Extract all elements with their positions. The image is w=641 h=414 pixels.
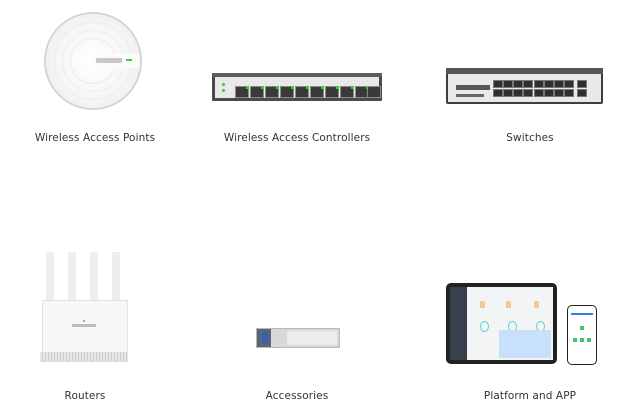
controller-switch-image [212,73,382,101]
category-wireless-access-controllers[interactable]: Wireless Access Controllers [192,0,402,150]
category-label: Platform and APP [483,390,577,402]
category-platform-and-app[interactable]: Platform and APP [430,240,630,410]
phone-app-image [567,305,597,365]
category-label: Wireless Access Controllers [223,132,371,144]
router-image [40,252,128,364]
category-routers[interactable]: Routers [0,240,170,410]
switch-image [446,68,603,104]
tablet-dashboard-image [446,283,557,364]
sfp-module-image [256,328,340,348]
category-wireless-access-points[interactable]: Wireless Access Points [0,0,190,150]
category-label: Wireless Access Points [34,132,156,144]
category-label: Switches [506,132,554,144]
category-label: Accessories [265,390,329,402]
brand-logo-icon [456,85,490,90]
status-led-icon [126,59,132,61]
brand-logo-icon [72,324,96,327]
category-label: Routers [64,390,106,402]
brand-logo-icon [96,58,122,63]
category-switches[interactable]: Switches [430,0,630,150]
status-led-icon [83,320,85,322]
category-accessories[interactable]: Accessories [212,240,382,410]
access-point-image [46,14,140,108]
